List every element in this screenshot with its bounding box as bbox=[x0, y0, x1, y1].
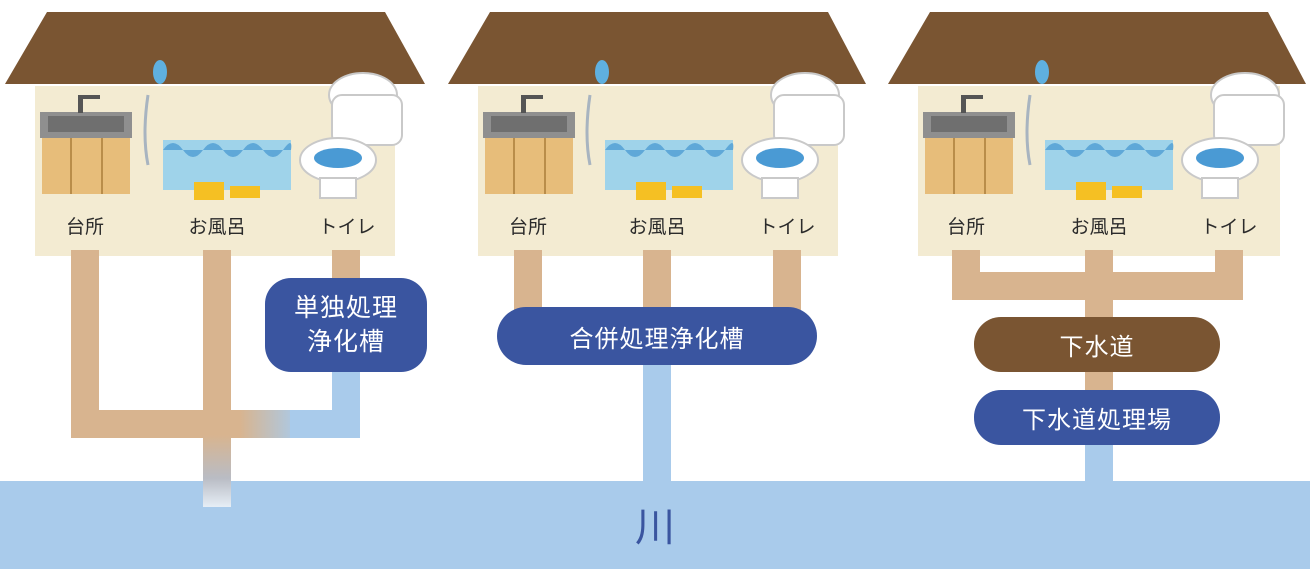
bathtub-icon bbox=[585, 60, 734, 200]
single-treatment-septic-tank: 単独処理 浄化槽 bbox=[265, 278, 427, 372]
bathtub-icon bbox=[1025, 60, 1174, 200]
toilet-icon bbox=[741, 72, 845, 199]
label-bath: お風呂 bbox=[188, 216, 246, 238]
kitchen-sink-icon bbox=[40, 95, 132, 194]
combined-treatment-septic-tank: 合併処理浄化槽 bbox=[497, 307, 817, 365]
pipe-bath bbox=[643, 250, 671, 310]
pipe-bath bbox=[203, 250, 231, 435]
bathtub-icon bbox=[143, 60, 292, 200]
label-toilet: トイレ bbox=[758, 216, 816, 238]
pipe-kitchen bbox=[514, 250, 542, 310]
pipe-toilet bbox=[773, 250, 801, 310]
label-bath: お風呂 bbox=[628, 216, 686, 238]
label-bath: お風呂 bbox=[1070, 216, 1128, 238]
pipe-sewer-mid bbox=[1085, 370, 1113, 392]
label-kitchen: 台所 bbox=[65, 216, 104, 238]
pipe-clean bbox=[643, 365, 671, 485]
kitchen-sink-icon bbox=[923, 95, 1015, 194]
pipe-to-river bbox=[203, 435, 231, 507]
label-kitchen: 台所 bbox=[946, 216, 985, 238]
sewer-badge: 下水道 bbox=[974, 317, 1220, 372]
house-1 bbox=[5, 12, 425, 507]
roof bbox=[5, 12, 425, 84]
pipe-horizontal bbox=[952, 272, 1243, 300]
label-toilet: トイレ bbox=[318, 216, 376, 238]
house-3 bbox=[888, 12, 1306, 485]
house-2 bbox=[448, 12, 866, 485]
label-toilet: トイレ bbox=[1200, 216, 1258, 238]
pipe-kitchen bbox=[71, 250, 99, 438]
sewage-treatment-plant-badge: 下水道処理場 bbox=[974, 390, 1220, 445]
river-label: 川 bbox=[635, 505, 675, 551]
pipe-clean bbox=[1085, 445, 1113, 485]
kitchen-sink-icon bbox=[483, 95, 575, 194]
roof bbox=[448, 12, 866, 84]
roof bbox=[888, 12, 1306, 84]
pipe-clean-v bbox=[332, 360, 360, 438]
pipe-horizontal bbox=[71, 410, 261, 438]
toilet-icon bbox=[1181, 72, 1285, 199]
toilet-icon bbox=[299, 72, 403, 199]
label-kitchen: 台所 bbox=[508, 216, 547, 238]
